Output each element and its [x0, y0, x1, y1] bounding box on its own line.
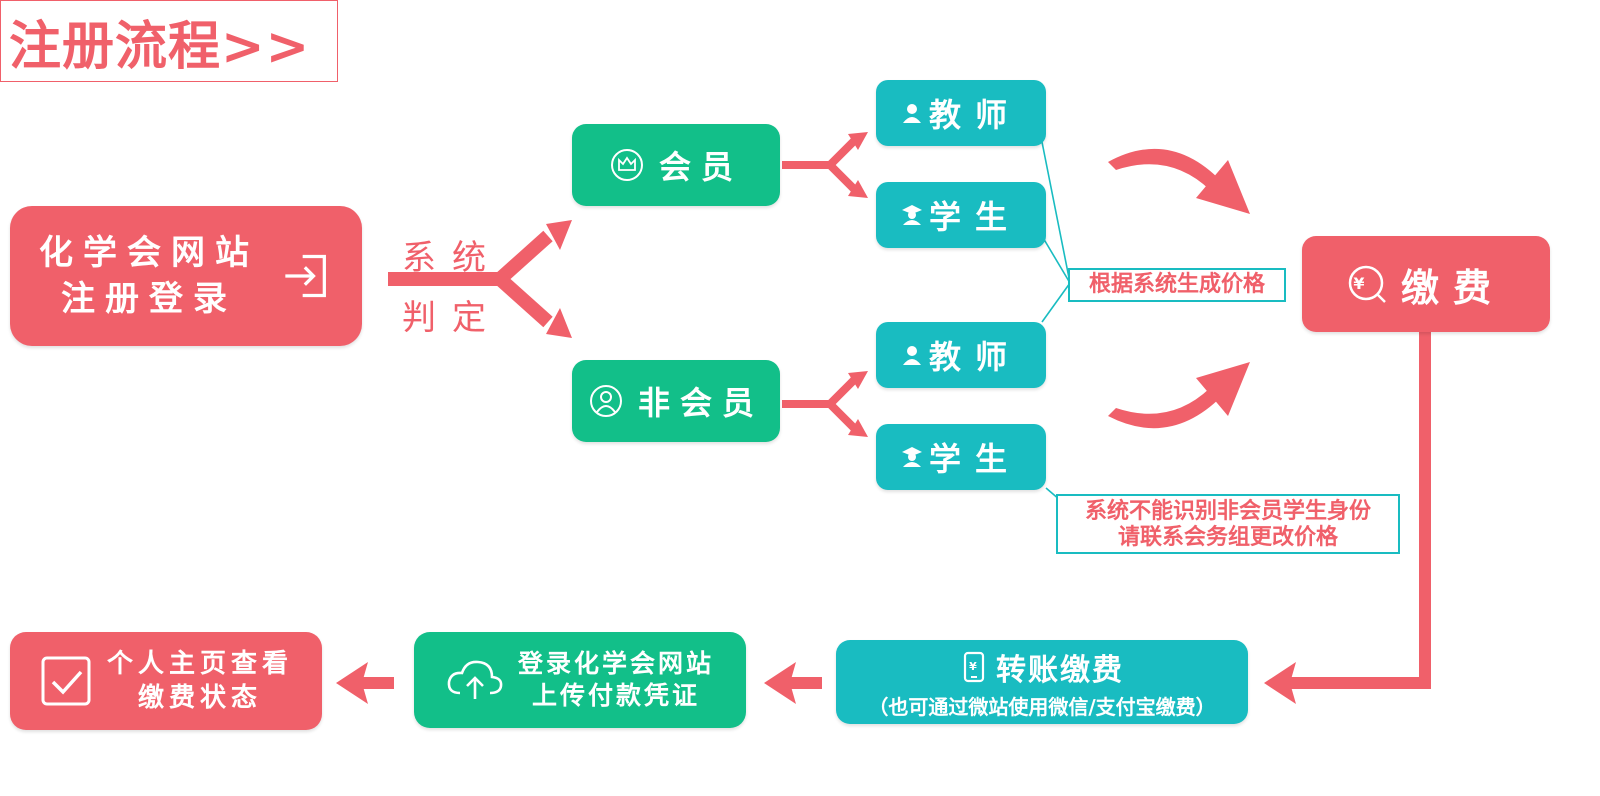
- price-note: 根据系统生成价格: [1068, 268, 1286, 302]
- graduate-icon: [901, 447, 922, 467]
- judge-fork-arrow: [388, 220, 572, 338]
- transfer-to-upload-arrow: [764, 662, 822, 704]
- member-student-label: 学生: [928, 198, 1021, 236]
- crown-icon: [610, 149, 643, 181]
- member-student-node: 学生: [876, 182, 1046, 248]
- graduate-icon: [901, 205, 922, 225]
- transfer-sublabel: （也可通过微站使用微信/支付宝缴费）: [868, 694, 1216, 719]
- non-member-student-node: 学生: [876, 424, 1046, 490]
- judge-label-line1: 系统: [402, 238, 502, 278]
- transfer-payment-node: ¥ 转账缴费 （也可通过微站使用微信/支付宝缴费）: [836, 640, 1248, 724]
- non-member-teacher-label: 教师: [928, 338, 1021, 376]
- non-member-student-label: 学生: [928, 440, 1021, 478]
- upload-line1: 登录化学会网站: [517, 649, 714, 678]
- member-fork-arrow: [782, 132, 868, 198]
- pay-to-transfer-arrow: [1264, 332, 1431, 704]
- start-line2: 注册登录: [61, 279, 237, 319]
- judge-label-line2: 判定: [402, 298, 502, 338]
- teacher-icon: [902, 346, 921, 365]
- member-node: 会员: [572, 124, 780, 206]
- non-member-fork-arrow: [782, 371, 868, 437]
- non-member-label: 非会员: [637, 384, 764, 422]
- member-teacher-label: 教师: [928, 96, 1021, 134]
- teacher-icon: [902, 104, 921, 123]
- upload-to-status-arrow: [336, 662, 394, 704]
- contact-note-line2: 请联系会务组更改价格: [1117, 525, 1338, 550]
- payment-status-node: 个人主页查看 缴费状态: [10, 632, 322, 730]
- login-icon: [285, 254, 326, 298]
- transfer-label: 转账缴费: [996, 652, 1124, 688]
- yen-coin-icon: ¥: [1348, 265, 1386, 303]
- svg-text:¥: ¥: [1353, 274, 1378, 293]
- upload-line2: 上传付款凭证: [531, 681, 700, 710]
- checkbox-icon: [41, 656, 91, 706]
- member-teacher-node: 教师: [876, 80, 1046, 146]
- member-label: 会员: [658, 148, 743, 186]
- contact-note: 系统不能识别非会员学生身份 请联系会务组更改价格: [1056, 494, 1400, 554]
- phone-pay-icon: ¥: [963, 651, 985, 682]
- non-member-teacher-node: 教师: [876, 322, 1046, 388]
- contact-note-line1: 系统不能识别非会员学生身份: [1084, 499, 1371, 524]
- upload-proof-node: 登录化学会网站 上传付款凭证: [414, 632, 746, 728]
- cloud-upload-icon: [447, 660, 503, 699]
- status-line1: 个人主页查看: [106, 649, 293, 679]
- non-member-node: 非会员: [572, 360, 780, 442]
- note-connector-lines: [1041, 141, 1071, 501]
- status-line2: 缴费状态: [137, 683, 262, 713]
- register-login-node: 化学会网站 注册登录: [10, 206, 362, 346]
- user-circle-icon: [589, 385, 622, 417]
- start-line1: 化学会网站: [39, 233, 259, 273]
- page-title: 注册流程>>: [0, 0, 338, 82]
- pay-curved-arrows: [1108, 148, 1250, 429]
- svg-text:¥: ¥: [969, 660, 979, 673]
- payment-node: ¥ 缴费: [1302, 236, 1550, 332]
- payment-label: 缴费: [1400, 265, 1505, 310]
